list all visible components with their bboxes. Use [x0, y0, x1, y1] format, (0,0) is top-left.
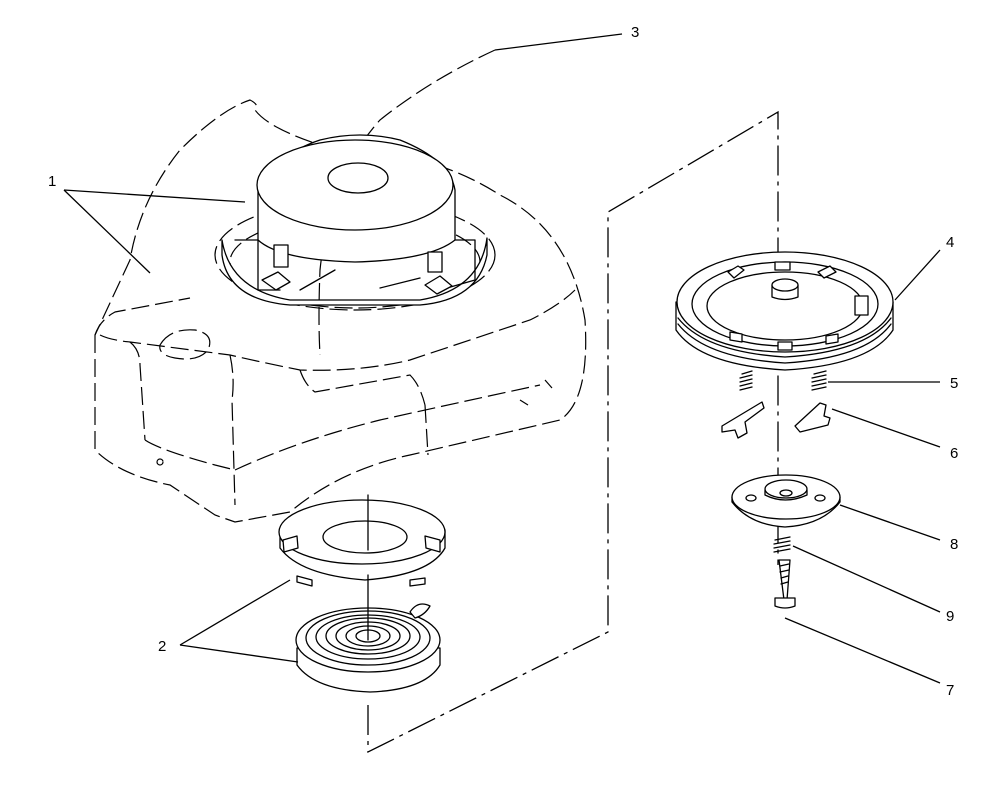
leader-lines — [63, 189, 941, 684]
assembly-centerlines — [367, 110, 779, 754]
callout-7: 7 — [946, 682, 954, 699]
callout-5: 5 — [950, 375, 958, 392]
callout-1: 1 — [48, 173, 56, 190]
starter-pulley — [675, 251, 894, 371]
callout-9: 9 — [946, 608, 954, 625]
callout-8: 8 — [950, 536, 958, 553]
spring-retainer — [278, 494, 446, 587]
pawls — [721, 401, 831, 439]
starter-cup — [221, 134, 488, 306]
screw — [774, 559, 796, 609]
callout-labels: 1 2 3 4 5 6 7 8 9 — [48, 24, 958, 699]
brake-spring — [773, 536, 791, 553]
brake-plate — [731, 474, 841, 528]
callout-2: 2 — [158, 638, 166, 655]
pawl-springs — [739, 370, 827, 391]
blower-housing — [94, 49, 587, 523]
recoil-spring — [295, 574, 441, 693]
callout-4: 4 — [946, 234, 954, 251]
leader-3 — [494, 33, 623, 51]
callout-3: 3 — [631, 24, 639, 41]
callout-6: 6 — [950, 445, 958, 462]
